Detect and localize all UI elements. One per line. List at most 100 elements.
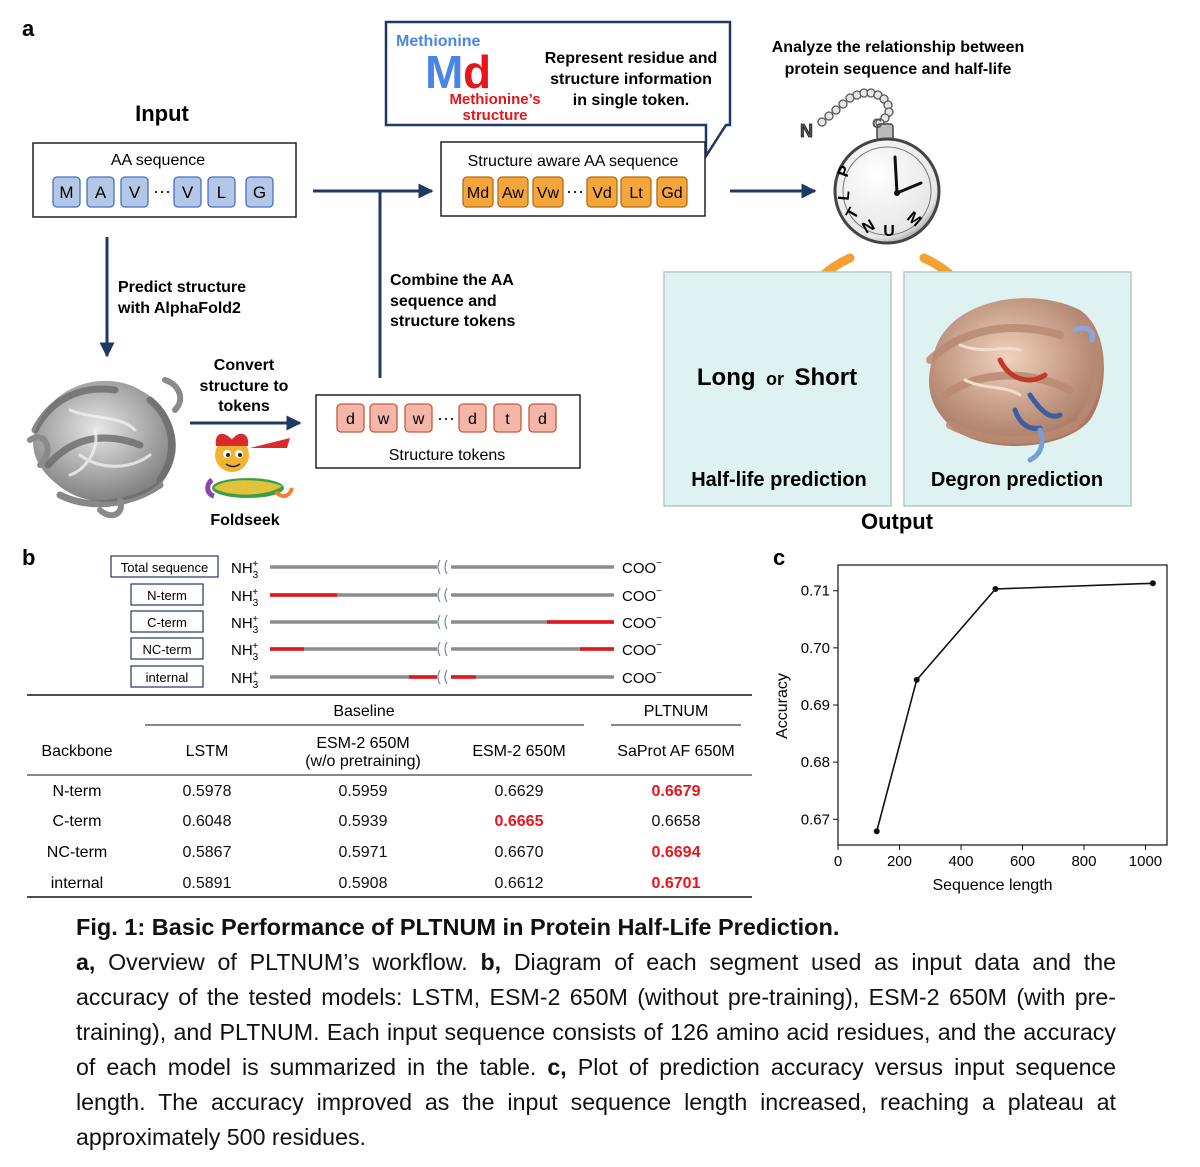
nh3-label: NH3+ bbox=[231, 559, 259, 581]
segment-label: Total sequence bbox=[121, 560, 208, 575]
sa-token-6: Gd bbox=[656, 176, 688, 208]
sa-token-4: Vd bbox=[586, 176, 618, 208]
data-point bbox=[873, 828, 880, 835]
structure-token-1: d bbox=[336, 403, 365, 433]
segment-label: internal bbox=[146, 670, 189, 685]
analyze-label-2: protein sequence and half-life bbox=[785, 61, 1012, 78]
caption-c-text: Plot of prediction accuracy versus input… bbox=[76, 1054, 1116, 1150]
watch-hand-long bbox=[893, 155, 899, 195]
caption-b-label: b, bbox=[480, 949, 502, 975]
segment-label: N-term bbox=[147, 588, 187, 603]
aa-token-label: L bbox=[217, 183, 226, 202]
table-cell: 0.6048 bbox=[183, 813, 232, 830]
panel-a-letter: a bbox=[22, 16, 35, 41]
degron-output-panel: Degron prediction bbox=[903, 271, 1132, 507]
table-cell: 0.6629 bbox=[495, 783, 544, 800]
row-name: internal bbox=[51, 875, 103, 892]
aa-token-6: G bbox=[245, 176, 274, 208]
structure-token-label: w bbox=[377, 411, 390, 428]
analyze-label-1: Analyze the relationship between bbox=[772, 39, 1025, 56]
table-header-esm-nopre-1: ESM-2 650M bbox=[316, 735, 409, 752]
aa-token-4: V bbox=[173, 176, 202, 208]
x-tick-label: 800 bbox=[1071, 853, 1096, 870]
chain-bead bbox=[817, 117, 827, 127]
x-tick-label: 600 bbox=[1010, 853, 1035, 870]
coo-label: COO− bbox=[622, 586, 662, 605]
nh3-label: NH3+ bbox=[231, 641, 259, 663]
combine-label-1: Combine the AA bbox=[390, 272, 514, 289]
structure-token-2: w bbox=[369, 403, 398, 433]
structure-token-label: d bbox=[538, 411, 547, 428]
chain-bead bbox=[831, 105, 841, 115]
input-label: Input bbox=[135, 101, 189, 126]
table-cell: 0.6670 bbox=[495, 844, 544, 861]
coo-label: COO− bbox=[622, 668, 662, 687]
row-name: N-term bbox=[53, 783, 102, 800]
x-axis-label: Sequence length bbox=[932, 877, 1052, 894]
output-label: Output bbox=[861, 509, 934, 534]
coo-label: COO− bbox=[622, 640, 662, 659]
panel-b-letter: b bbox=[22, 545, 35, 570]
structure-token-5: t bbox=[493, 403, 522, 433]
accuracy-line bbox=[875, 582, 1153, 832]
table-cell: 0.6612 bbox=[495, 875, 544, 892]
structure-token-3: w bbox=[404, 403, 433, 433]
halflife-output-panel: Long or Short Half-life prediction bbox=[663, 271, 892, 507]
data-point bbox=[1149, 580, 1156, 587]
degron-structure-image bbox=[926, 298, 1104, 463]
caption-title: Fig. 1: Basic Performance of PLTNUM in P… bbox=[76, 914, 840, 940]
watch-c-label: C bbox=[872, 115, 882, 131]
structure-token-label: d bbox=[346, 411, 355, 428]
predict-label-1: Predict structure bbox=[118, 279, 246, 296]
structure-token-label: w bbox=[412, 411, 425, 428]
segment-label: C-term bbox=[147, 615, 187, 630]
structure-token-label: t bbox=[505, 411, 510, 428]
callout-structure-2: structure bbox=[462, 107, 527, 124]
figure-caption: Fig. 1: Basic Performance of PLTNUM in P… bbox=[76, 910, 1116, 1155]
segment-break bbox=[437, 643, 451, 655]
chain-bead bbox=[838, 99, 848, 109]
caption-c-label: c, bbox=[547, 1054, 567, 1080]
segment-break bbox=[437, 616, 451, 628]
segment-break bbox=[437, 671, 451, 683]
caption-a-label: a, bbox=[76, 949, 96, 975]
sa-token-label: Aw bbox=[502, 185, 524, 202]
watch-letter: U bbox=[883, 223, 895, 240]
y-tick-label: 0.68 bbox=[801, 754, 830, 771]
x-tick-label: 400 bbox=[948, 853, 973, 870]
sa-token-5: Lt bbox=[620, 176, 652, 208]
y-tick-label: 0.70 bbox=[801, 640, 830, 657]
table-cell: 0.6658 bbox=[652, 813, 701, 830]
panel-c-letter: c bbox=[773, 545, 785, 570]
predict-label-2: with AlphaFold2 bbox=[117, 300, 241, 317]
table-cell-best: 0.6665 bbox=[495, 813, 544, 830]
chain-bead bbox=[824, 111, 834, 121]
convert-label-1: Convert bbox=[214, 357, 275, 374]
structure-tokens-title: Structure tokens bbox=[389, 447, 506, 464]
combine-label-2: sequence and bbox=[390, 293, 497, 310]
table-cell: 0.5908 bbox=[339, 875, 388, 892]
segment-break bbox=[437, 589, 451, 601]
table-cell-best: 0.6701 bbox=[652, 875, 701, 892]
convert-label-2: structure to bbox=[200, 378, 289, 395]
callout-big-d: d bbox=[463, 46, 491, 98]
table-cell: 0.5959 bbox=[339, 783, 388, 800]
table-cell: 0.5978 bbox=[183, 783, 232, 800]
aa-token-3: V bbox=[120, 176, 149, 208]
alphafold-structure-image bbox=[27, 377, 184, 519]
data-point bbox=[992, 586, 999, 592]
